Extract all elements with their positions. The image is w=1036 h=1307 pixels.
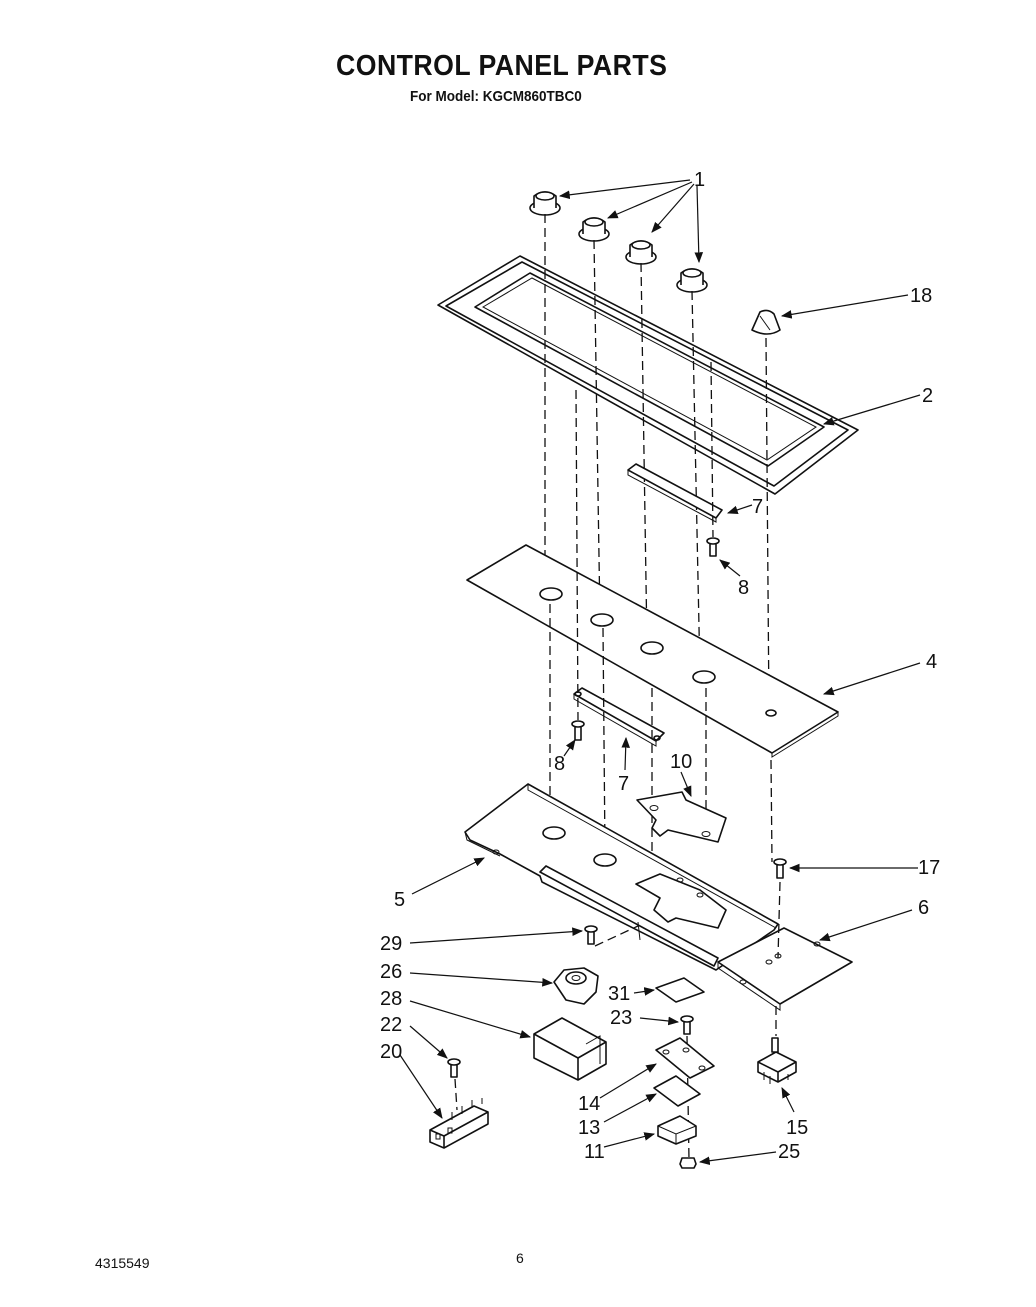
model-subtitle: For Model: KGCM860TBC0 — [410, 88, 582, 105]
terminal-block-20 — [429, 1098, 489, 1149]
screw-29 — [584, 925, 598, 945]
callout-23: 23 — [610, 1007, 632, 1029]
knob-1a — [529, 191, 561, 216]
switch-11 — [657, 1115, 697, 1145]
switch-button-18 — [751, 309, 781, 335]
callout-15: 15 — [786, 1117, 808, 1139]
bracket-7-upper — [627, 463, 723, 523]
callout-18: 18 — [910, 285, 932, 307]
callout-17: 17 — [918, 857, 940, 879]
callout-25: 25 — [778, 1141, 800, 1163]
callout-5: 5 — [394, 889, 405, 911]
callout-1: 1 — [694, 169, 705, 191]
screw-8-lower — [571, 720, 585, 741]
callout-13: 13 — [578, 1117, 600, 1139]
callout-7-lower: 7 — [618, 773, 629, 795]
control-panel-bezel-2 — [437, 255, 859, 495]
callout-6: 6 — [918, 897, 929, 919]
shield-plate-10 — [636, 791, 727, 843]
mounting-bracket-6 — [717, 927, 853, 1011]
bracket-14 — [655, 1037, 715, 1079]
callout-4: 4 — [926, 651, 937, 673]
callout-29: 29 — [380, 933, 402, 955]
insulator-plate-13 — [653, 1075, 701, 1107]
callout-22: 22 — [380, 1014, 402, 1036]
callout-26: 26 — [380, 961, 402, 983]
switch-15 — [757, 1037, 797, 1084]
callout-14: 14 — [578, 1093, 600, 1115]
callout-8-upper: 8 — [738, 577, 749, 599]
screw-23 — [680, 1015, 694, 1035]
callout-7-upper: 7 — [752, 496, 763, 518]
relay-box-28 — [533, 1017, 607, 1081]
callout-20: 20 — [380, 1041, 402, 1063]
screw-8-upper — [706, 537, 720, 557]
page-number: 6 — [516, 1250, 524, 1266]
document-number: 4315549 — [95, 1255, 150, 1271]
insulator-pad-31 — [655, 977, 705, 1003]
bracket-7-lower — [573, 687, 665, 747]
callout-10: 10 — [670, 751, 692, 773]
knob-1c — [625, 240, 657, 265]
control-panel-frame-5 — [464, 783, 779, 971]
page-title: CONTROL PANEL PARTS — [336, 50, 668, 82]
screw-22 — [447, 1058, 461, 1078]
screw-17 — [773, 858, 787, 879]
callout-31: 31 — [608, 983, 630, 1005]
callout-28: 28 — [380, 988, 402, 1010]
callout-8-lower: 8 — [554, 753, 565, 775]
control-panel-plate-4 — [466, 544, 839, 758]
callout-11: 11 — [584, 1141, 605, 1163]
nut-25 — [679, 1157, 697, 1169]
knob-1b — [578, 217, 610, 242]
callout-2: 2 — [922, 385, 933, 407]
knob-1d — [676, 268, 708, 293]
rotary-switch-26 — [553, 967, 599, 1005]
